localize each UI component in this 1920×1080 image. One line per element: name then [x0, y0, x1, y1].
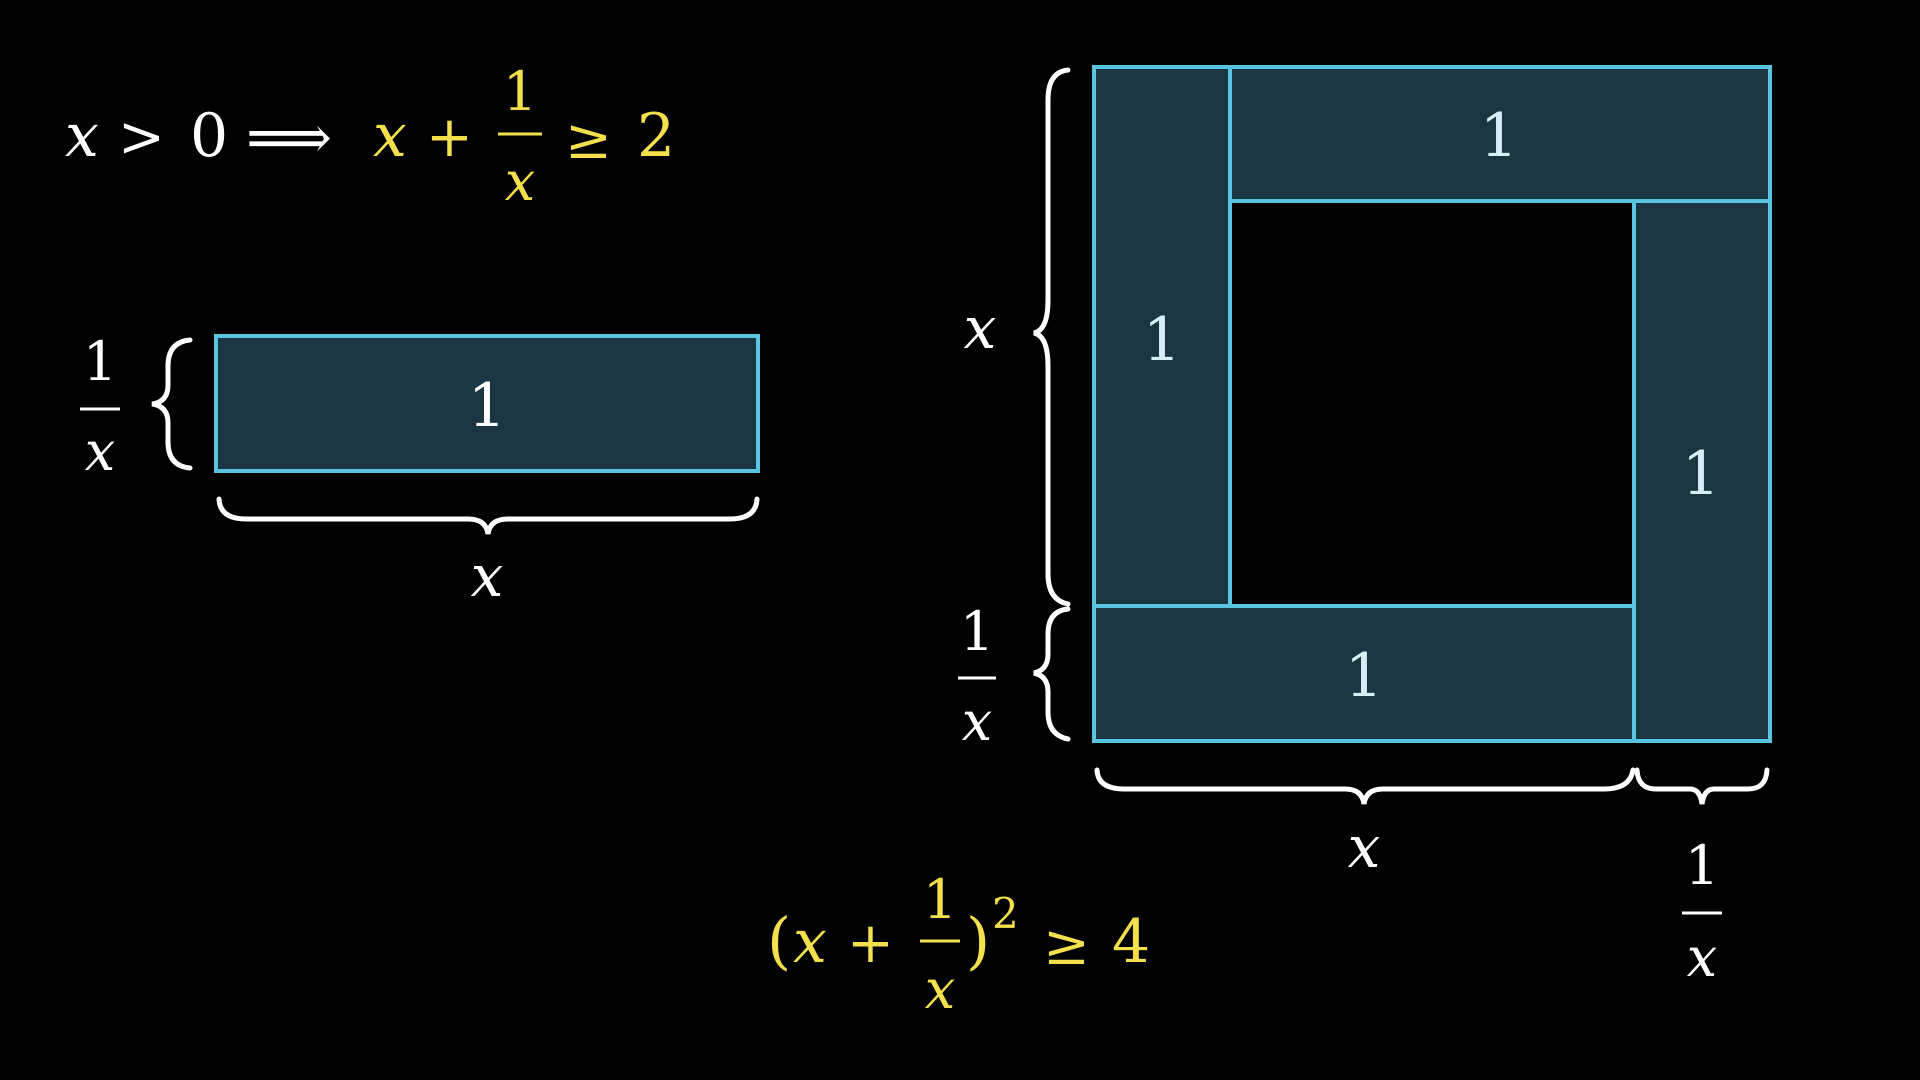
big-square-left-inv-den: x	[962, 690, 992, 753]
top-ineq-greater: >	[118, 105, 165, 170]
bottom-inequality: ( x + 1 x ) 2 ≥ 4	[767, 868, 1150, 1021]
top-ineq-frac-num: 1	[503, 60, 537, 123]
big-square-bottom-inv-den: x	[1687, 926, 1717, 989]
big-square-bottom-brace-inv	[1634, 767, 1770, 805]
big-square-group: 1 1 1 1 x 1 x x 1 x	[958, 65, 1772, 989]
single-rect-width-brace	[216, 496, 760, 535]
bottom-ineq-plus: +	[847, 911, 894, 976]
top-ineq-x: x	[65, 101, 99, 171]
single-rect-area-label: 1	[468, 371, 506, 441]
big-square-left-brace-x	[1033, 67, 1071, 607]
big-square-top-label: 1	[1480, 101, 1518, 171]
big-square-left-rect	[1092, 65, 1232, 608]
big-square-bottom-inv-num: 1	[1685, 834, 1719, 897]
big-square-bottom-label: 1	[1345, 641, 1383, 711]
top-inequality: x > 0 ⟹ x + 1 x ≥ 2	[65, 60, 675, 213]
top-ineq-plus: +	[426, 105, 473, 170]
top-ineq-implies: ⟹	[246, 103, 332, 173]
big-square-bottom-rect	[1092, 604, 1636, 743]
top-ineq-zero: 0	[190, 101, 228, 171]
big-square-left-label: 1	[1143, 305, 1181, 375]
top-ineq-x2: x	[373, 101, 407, 171]
top-ineq-frac-den: x	[505, 150, 535, 213]
single-rect-height-num: 1	[83, 330, 117, 393]
single-rect-width-label: x	[471, 542, 504, 610]
single-rectangle	[214, 334, 760, 473]
big-square-bottom-brace-x-label: x	[1348, 813, 1381, 881]
bottom-ineq-exponent: 2	[992, 889, 1019, 938]
top-ineq-geq: ≥	[565, 107, 612, 172]
single-rectangle-group: 1 1 x x	[80, 330, 760, 610]
big-square-left-brace-x-label: x	[964, 294, 997, 362]
big-square-top-rect	[1228, 65, 1772, 203]
bottom-ineq-frac-den: x	[925, 958, 955, 1021]
big-square-right-label: 1	[1682, 439, 1720, 509]
big-square-right-rect	[1632, 199, 1772, 743]
top-ineq-two: 2	[637, 101, 675, 171]
bottom-ineq-lparen: (	[767, 904, 791, 977]
bottom-ineq-frac-num: 1	[923, 868, 957, 931]
bottom-ineq-x: x	[793, 907, 827, 977]
big-square-bottom-brace-x	[1094, 767, 1636, 805]
bottom-ineq-rparen: )	[966, 904, 990, 977]
single-rect-height-brace	[151, 337, 193, 471]
single-rect-height-den: x	[85, 420, 115, 483]
bottom-ineq-geq: ≥	[1043, 913, 1090, 978]
bottom-ineq-four: 4	[1112, 907, 1150, 977]
big-square-left-inv-num: 1	[960, 600, 994, 663]
big-square-left-brace-inv	[1033, 606, 1071, 742]
